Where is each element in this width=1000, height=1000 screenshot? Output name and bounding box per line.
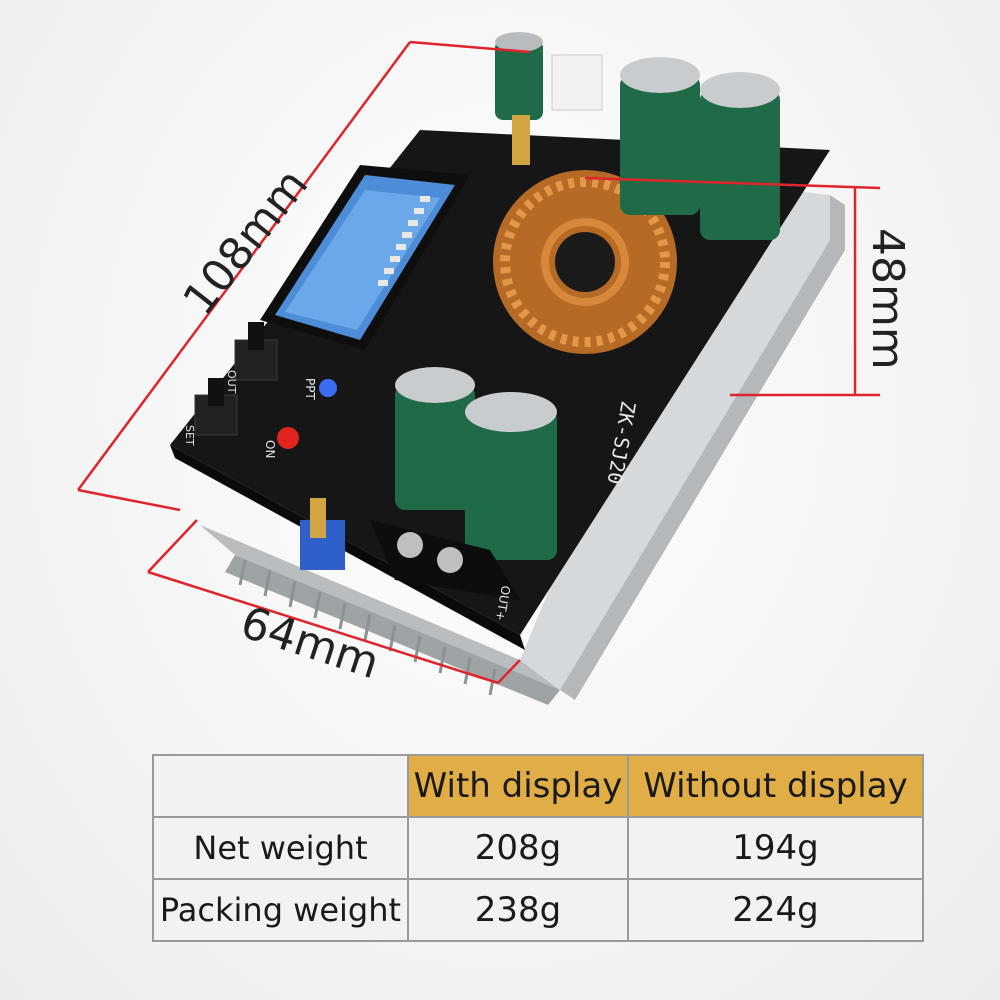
packing-weight-with-display: 238g [407, 878, 629, 942]
dimension-height-label: 48mm [862, 228, 913, 370]
table-row: Packing weight 238g 224g [152, 878, 924, 942]
heatsink [200, 180, 845, 705]
product-photo: ZK-SJ20 OUT+ ON PPT OUT SET 108mm 64mm 4… [76, 32, 913, 705]
row-label-net-weight: Net weight [152, 816, 409, 880]
board-label-sw-out: OUT [225, 370, 238, 394]
weight-specs-table: With display Without display Net weight … [152, 754, 924, 942]
board-label-on: ON [263, 440, 277, 458]
header-with-display: With display [407, 754, 629, 818]
red-led [277, 427, 299, 449]
board-label-ppt: PPT [303, 378, 317, 400]
net-weight-with-display: 208g [407, 816, 629, 880]
header-without-display: Without display [627, 754, 924, 818]
brass-standoff [310, 498, 326, 538]
push-buttons [194, 322, 278, 436]
terminal-block [370, 520, 520, 600]
connector-white [551, 54, 603, 111]
brass-standoff [512, 115, 530, 165]
row-label-packing-weight: Packing weight [152, 878, 409, 942]
toroid-coil [493, 170, 677, 354]
lcd-display [260, 165, 470, 350]
dimension-lines [76, 40, 881, 685]
board-label-out: OUT+ [493, 584, 513, 622]
packing-weight-without-display: 224g [627, 878, 924, 942]
table-header-empty [152, 754, 409, 818]
table-header-row: With display Without display [152, 754, 924, 818]
board-label-set: SET [183, 425, 196, 446]
table-row: Net weight 208g 194g [152, 816, 924, 880]
net-weight-without-display: 194g [627, 816, 924, 880]
blue-led [319, 379, 337, 397]
